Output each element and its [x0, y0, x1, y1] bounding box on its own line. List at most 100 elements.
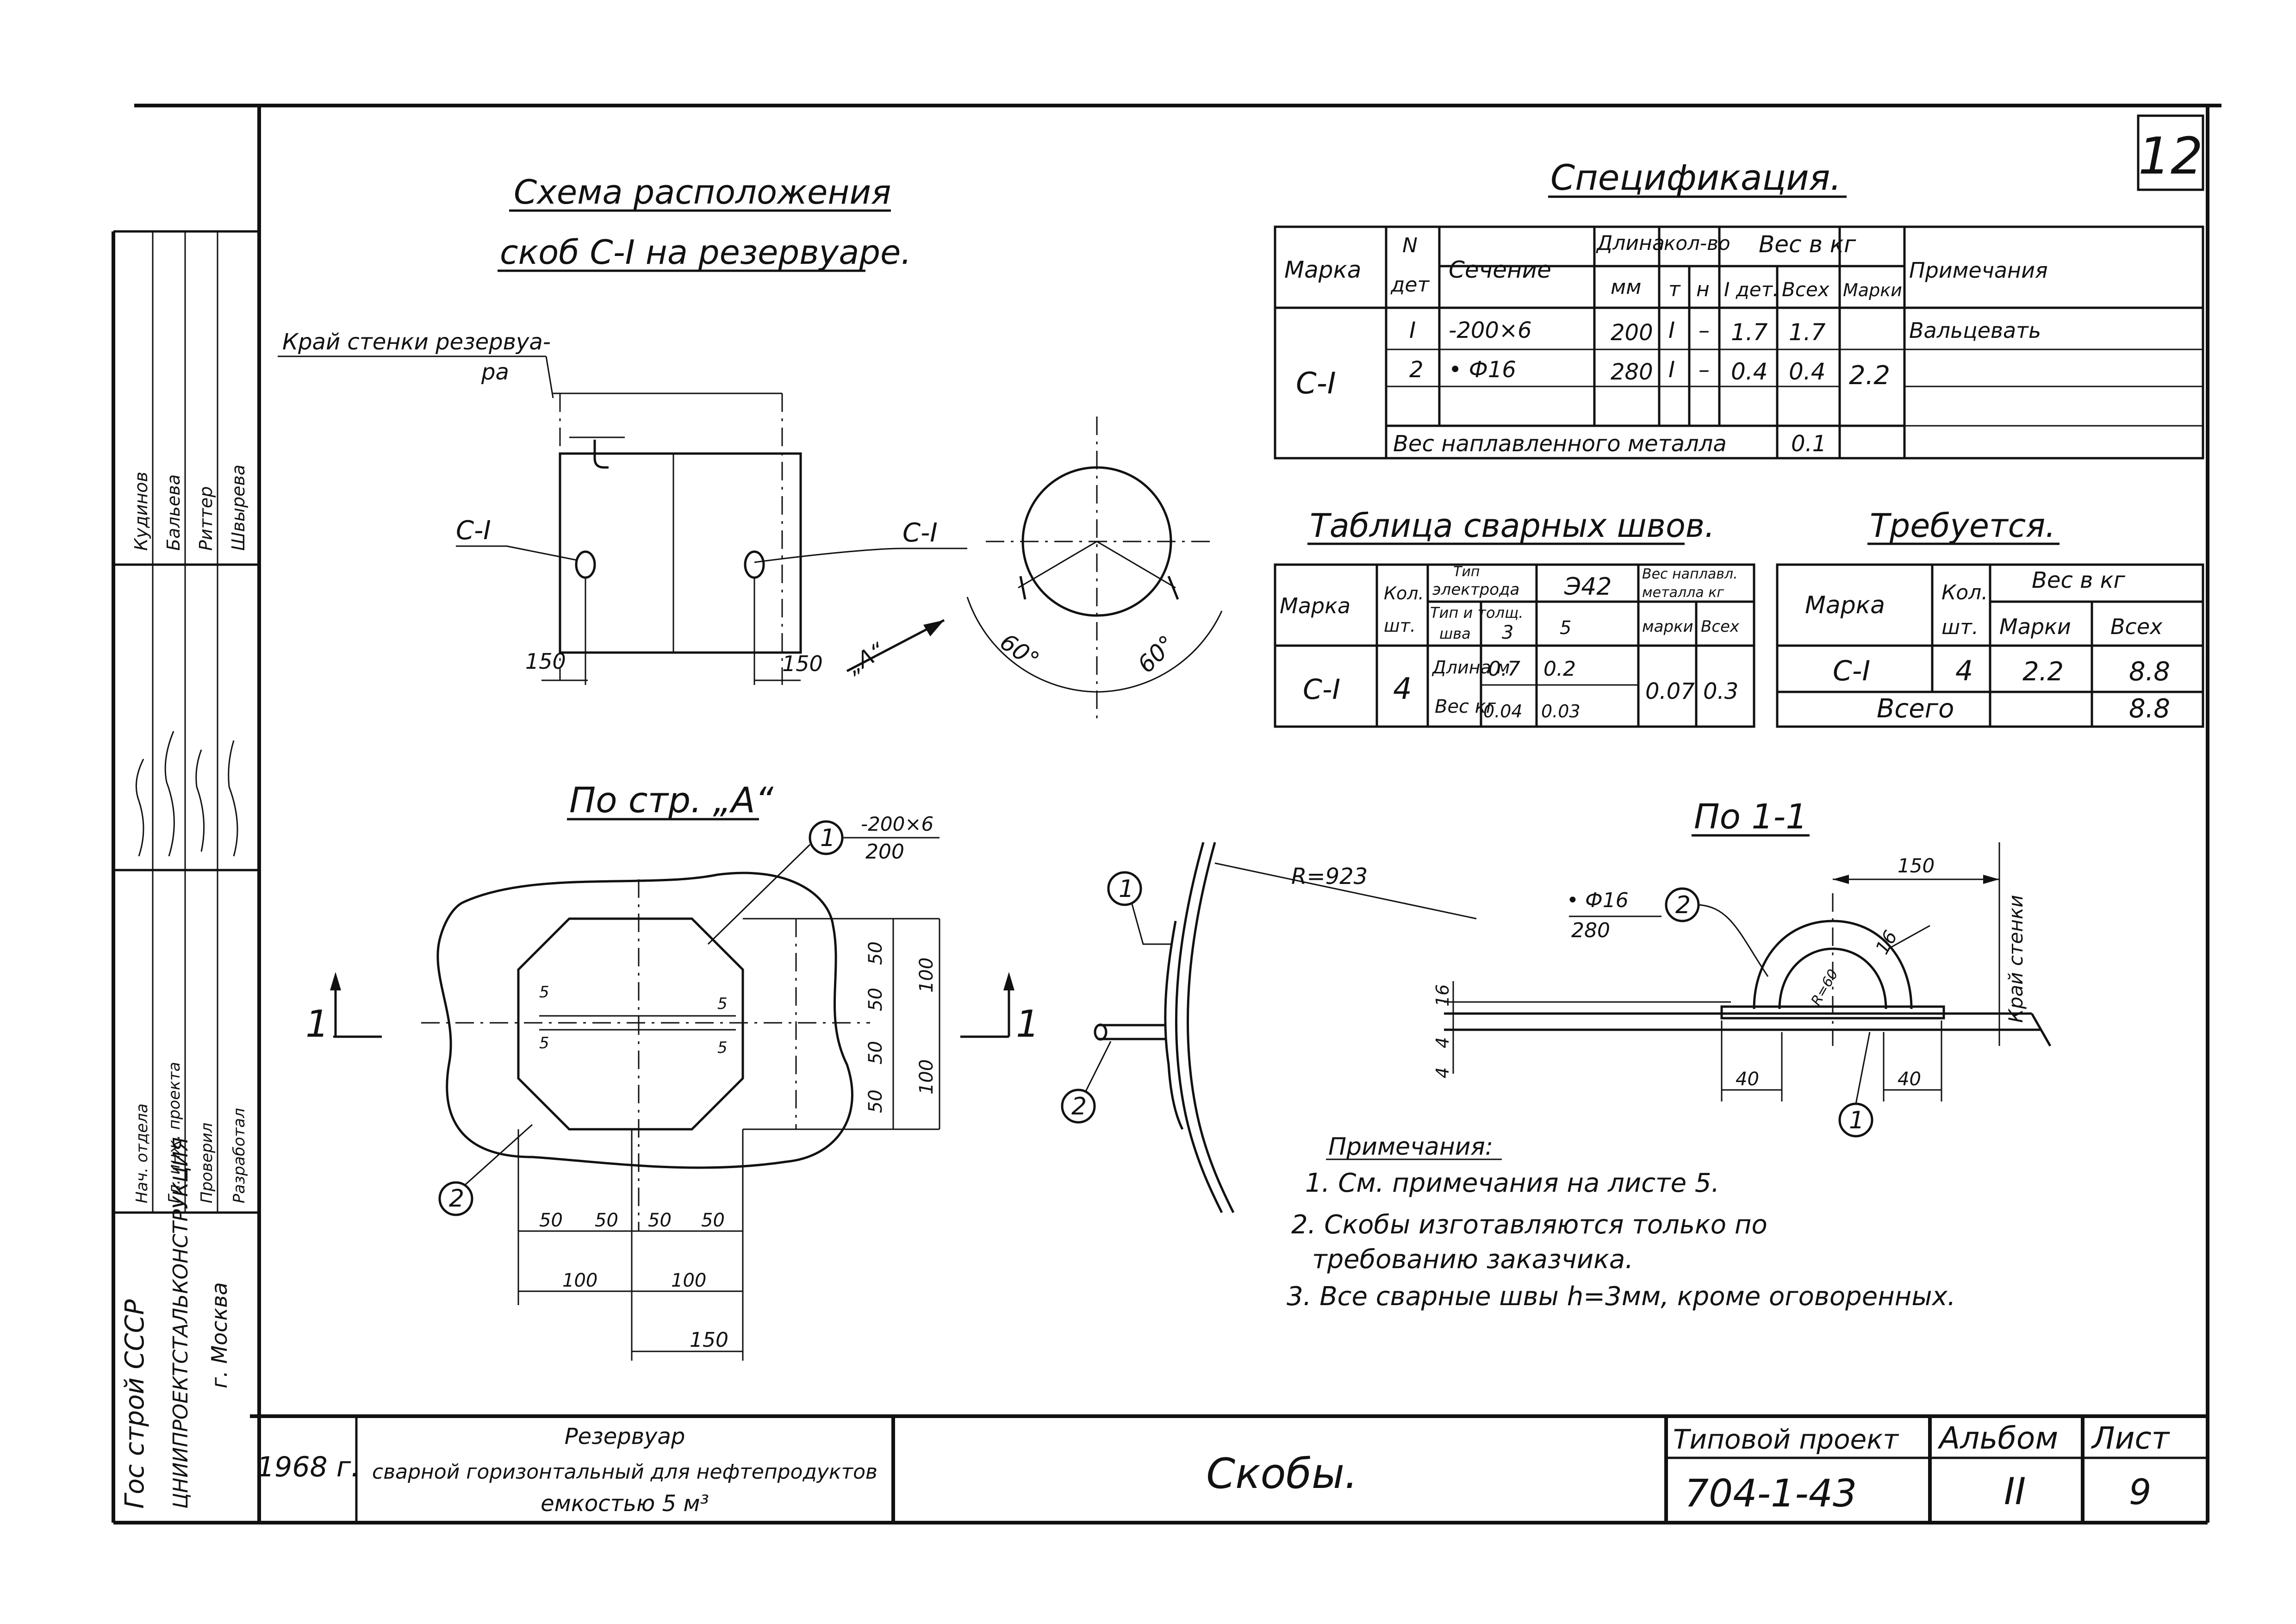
weld-h-etype-2: электрода — [1432, 580, 1519, 599]
strip-name-1: Кудинов — [131, 472, 151, 551]
spec-h-length-1: Длина — [1596, 231, 1665, 255]
corner-sheet-number: 12 — [2138, 126, 2203, 186]
section-rod-top: • Ф16 — [1567, 889, 1629, 912]
spec-title: Спецификация. — [1550, 157, 1841, 198]
tb-sheet-no: 9 — [2129, 1471, 2151, 1512]
view-a-weld-br: 5 — [717, 1039, 728, 1057]
strip-signatures — [135, 731, 238, 857]
req-h-per-mark: Марки — [1999, 614, 2071, 639]
notes-item-1: 1. См. примечания на листе 5. — [1305, 1168, 1719, 1198]
section-dim-4b: 4 — [1432, 1037, 1453, 1048]
spec-row2-w1: 0.4 — [1731, 358, 1768, 385]
spec-table-grid — [1274, 225, 2204, 460]
spec-h-wall: Всех — [1782, 278, 1830, 301]
section-wall-edge: Край стенки — [2004, 895, 2027, 1023]
spec-row1-note: Вальцевать — [1909, 318, 2041, 343]
section-dim-16: 16 — [1872, 927, 1902, 958]
weld-h-qty-1: Кол. — [1384, 583, 1424, 604]
view-a-dim-r2: 50 — [865, 988, 886, 1011]
scheme-mark-right: С-I — [902, 518, 938, 548]
view-a-dim-r3: 50 — [865, 1041, 886, 1064]
spec-row1-det: I — [1409, 317, 1416, 343]
tb-desc-1: Резервуар — [565, 1424, 685, 1450]
view-a-dim-b1: 50 — [539, 1210, 563, 1231]
sheet-frame — [112, 104, 2221, 1524]
spec-weld-metal-value: 0.1 — [1791, 431, 1826, 457]
notes-title: Примечания: — [1328, 1133, 1493, 1161]
section-callout-1: 1 — [1849, 1107, 1864, 1134]
strip-role-1: Нач. отдела — [133, 1103, 151, 1203]
req-qty: 4 — [1955, 655, 1973, 687]
scheme-title-2: скоб С-I на резервуаре. — [500, 233, 911, 272]
strip-role-3: Проверил — [198, 1123, 216, 1203]
weld-total: 0.3 — [1703, 678, 1738, 704]
weld-h-h5: 5 — [1560, 617, 1571, 639]
section-dim-16b: 16 — [1432, 984, 1453, 1007]
view-a-dim-150: 150 — [690, 1328, 728, 1352]
spec-h-length-2: мм — [1611, 275, 1641, 299]
spec-row1-w1: 1.7 — [1731, 319, 1768, 346]
title-block-grid — [250, 1414, 2208, 1523]
tb-desc-2: сварной горизонтальный для нефтепродукто… — [372, 1460, 877, 1484]
tb-project-no: 704-1-43 — [1685, 1472, 1857, 1516]
tb-desc-3: емкостью 5 м³ — [541, 1491, 709, 1517]
view-a-section-left: 1 — [305, 1002, 329, 1045]
spec-h-qty-t: т — [1668, 278, 1681, 301]
req-h-qty-1: Кол. — [1941, 581, 1988, 604]
weld-h-electrode: Э42 — [1564, 573, 1612, 601]
side-view-radius: R=923 — [1291, 864, 1368, 890]
weld-length-label: Длина м — [1431, 657, 1510, 678]
spec-h-wmark: Марки — [1843, 280, 1902, 300]
view-a-callout-2: 2 — [449, 1185, 464, 1213]
weld-weight-label: Вес кг — [1435, 696, 1496, 717]
view-a-dim-bt1: 100 — [562, 1270, 597, 1291]
left-strip — [113, 230, 259, 1214]
notes-item-2b: требованию заказчика. — [1312, 1244, 1633, 1275]
required-table-grid — [1776, 563, 2204, 728]
strip-org-2: ЦНИИПРОЕКТСТАЛЬКОНСТРУКЦИЯ — [169, 1137, 193, 1509]
section-callout-2: 2 — [1675, 891, 1691, 919]
weld-h-deposited-1: Вес наплавл. — [1642, 566, 1738, 582]
view-a-title: По стр. „А“ — [569, 779, 774, 821]
spec-row1-wall: 1.7 — [1789, 319, 1826, 346]
scheme-dim-left: 150 — [525, 649, 566, 674]
spec-h-mark: Марка — [1284, 256, 1361, 283]
req-title: Требуется. — [1870, 507, 2056, 545]
spec-h-det-1: N — [1402, 234, 1418, 257]
scheme-title-1: Схема расположения — [514, 173, 891, 212]
section-rod-bottom: 280 — [1571, 919, 1610, 942]
view-a-callout-1-top: -200×6 — [861, 813, 933, 835]
scheme-mark-left: С-I — [456, 516, 491, 546]
weld-weight-3: 0.04 — [1483, 701, 1523, 722]
spec-row1-length: 200 — [1611, 320, 1653, 346]
spec-mark: С-I — [1296, 367, 1336, 401]
view-a-drawing — [330, 820, 1014, 1361]
spec-row2-n: – — [1699, 357, 1710, 383]
weld-h-qty-2: шт. — [1384, 616, 1416, 636]
weld-table-grid — [1274, 563, 1755, 728]
tb-project-label: Типовой проект — [1673, 1424, 1899, 1455]
view-a-dim-rt2: 100 — [916, 1059, 937, 1095]
view-a-callout-1-bottom: 200 — [865, 840, 904, 864]
strip-role-2: Гл. инж. проекта — [165, 1062, 184, 1203]
req-per-mark: 2.2 — [2022, 657, 2064, 687]
scheme-dim-right: 150 — [782, 651, 823, 676]
tb-drawing-title: Скобы. — [1206, 1450, 1357, 1498]
spec-h-section: Сечение — [1449, 256, 1551, 283]
weld-h-mark: Марка — [1280, 593, 1350, 618]
req-h-qty-2: шт. — [1941, 616, 1979, 639]
scheme-edge-label-2: ра — [481, 359, 509, 385]
spec-h-qty-n: н — [1696, 278, 1710, 301]
spec-row1-section: -200×6 — [1449, 317, 1532, 343]
req-h-total: Всех — [2110, 614, 2163, 639]
view-a-dim-b4: 50 — [701, 1210, 725, 1231]
weld-length-3: 0.7 — [1488, 657, 1520, 681]
notes-item-3: 3. Все сварные швы h=3мм, кроме оговорен… — [1287, 1282, 1956, 1312]
section-title: По 1-1 — [1694, 797, 1807, 837]
section-radius: R=60 — [1808, 967, 1842, 1008]
scheme-view-a: „А“ — [843, 637, 889, 679]
section-dim-150: 150 — [1898, 854, 1935, 877]
spec-row2-det: 2 — [1409, 357, 1424, 383]
spec-row2-wall: 0.4 — [1789, 358, 1826, 385]
tank-end-view — [846, 417, 1223, 722]
